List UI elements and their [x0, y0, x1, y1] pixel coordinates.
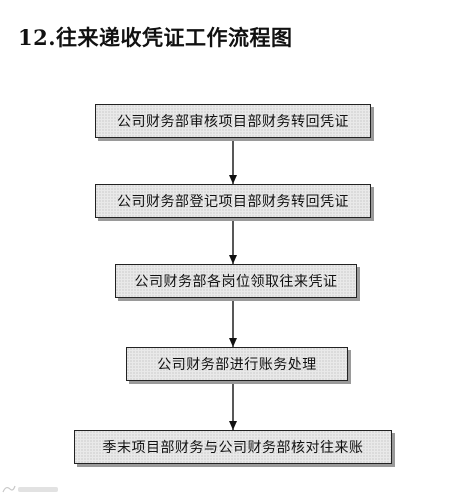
- watermark-icon: [2, 485, 58, 493]
- flow-step-reconcile: 季末项目部财务与公司财务部核对往来账: [74, 430, 392, 464]
- arrowhead-3-to-4: [229, 338, 237, 347]
- watermark-logo: [2, 483, 62, 498]
- flow-step-accounting: 公司财务部进行账务处理: [126, 347, 348, 381]
- page-title: 12.往来递收凭证工作流程图: [18, 25, 293, 50]
- flow-step-collect: 公司财务部各岗位领取往来凭证: [115, 264, 357, 298]
- arrowhead-1-to-2: [229, 175, 237, 184]
- flow-step-audit: 公司财务部审核项目部财务转回凭证: [95, 104, 371, 138]
- arrowhead-4-to-5: [229, 421, 237, 430]
- arrowhead-2-to-3: [229, 255, 237, 264]
- flow-step-register: 公司财务部登记项目部财务转回凭证: [95, 184, 371, 218]
